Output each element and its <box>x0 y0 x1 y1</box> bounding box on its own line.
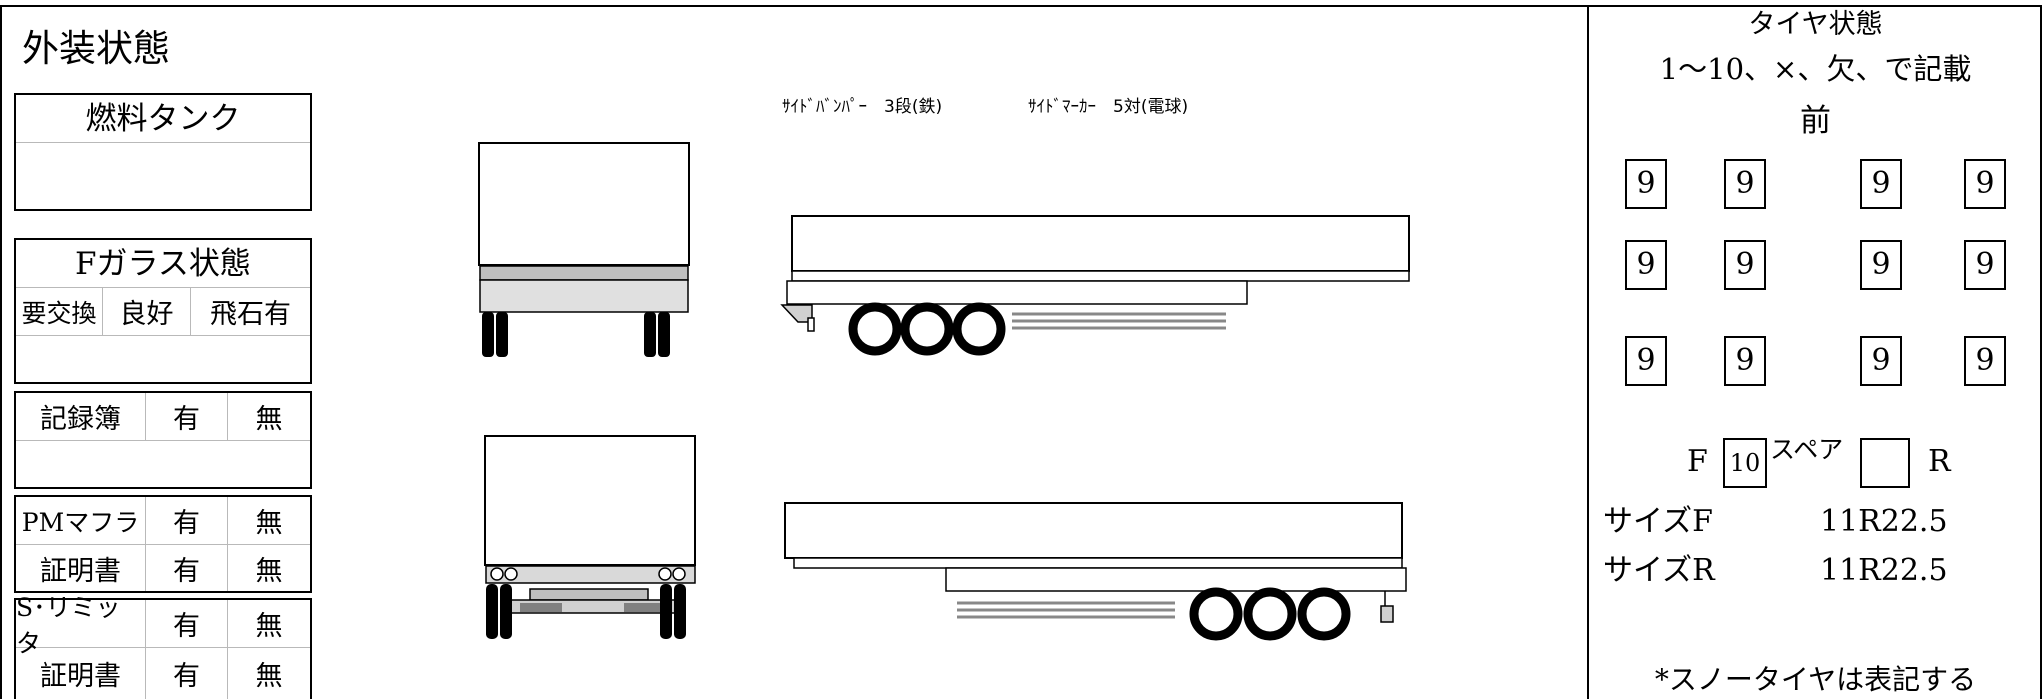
tire-row1-3[interactable]: 9 <box>1860 159 1902 209</box>
side-bumper-note: ｻｲﾄﾞﾊﾞﾝﾊﾟｰ 3段(鉄) <box>782 97 942 117</box>
front-label: 前 <box>1800 103 1831 139</box>
f-glass-box: Fガラス状態 要交換 良好 飛石有 <box>14 238 312 384</box>
trailer-front-view <box>478 142 690 357</box>
tire-row1-4[interactable]: 9 <box>1964 159 2006 209</box>
tire-title: タイヤ状態 <box>1748 9 1883 40</box>
tire-row2-4[interactable]: 9 <box>1964 240 2006 290</box>
speed-limiter-yes[interactable]: 有 <box>146 600 228 647</box>
f-glass-option-replace[interactable]: 要交換 <box>16 288 103 335</box>
logbook-label: 記録簿 <box>16 393 146 440</box>
sl-certificate-label: 証明書 <box>16 648 146 699</box>
tire-row1-2[interactable]: 9 <box>1724 159 1766 209</box>
speed-limiter-box: S･リミッタ 有 無 証明書 有 無 <box>14 593 312 699</box>
size-f-value: 11R22.5 <box>1820 504 1948 539</box>
fuel-tank-label: 燃料タンク <box>16 95 310 143</box>
front-tire-value[interactable]: 10 <box>1723 438 1767 488</box>
size-r-value: 11R22.5 <box>1820 553 1948 588</box>
pm-muffler-no[interactable]: 無 <box>255 508 283 539</box>
trailer-side-view-bottom <box>784 502 1407 641</box>
rear-letter: R <box>1928 444 1951 479</box>
tire-row3-3[interactable]: 9 <box>1860 336 1902 386</box>
trailer-rear-view <box>484 435 696 639</box>
tire-row2-2[interactable]: 9 <box>1724 240 1766 290</box>
tire-row3-4[interactable]: 9 <box>1964 336 2006 386</box>
trailer-diagrams: ｻｲﾄﾞﾊﾞﾝﾊﾟｰ 3段(鉄) ｻｲﾄﾞﾏｰｶｰ 5対(電球) <box>478 97 1410 641</box>
exterior-title: 外装状態 <box>22 27 170 70</box>
f-glass-option-good[interactable]: 良好 <box>103 288 191 335</box>
pm-muffler-label: PMマフラ <box>16 497 146 544</box>
sl-certificate-yes[interactable]: 有 <box>146 648 228 699</box>
tire-row1-1[interactable]: 9 <box>1625 159 1667 209</box>
tire-row3-1[interactable]: 9 <box>1625 336 1667 386</box>
sheet-border <box>0 5 2042 699</box>
pm-certificate-yes[interactable]: 有 <box>146 545 228 591</box>
tire-instructions: 1〜10、×、欠、で記載 <box>1659 52 1972 86</box>
front-letter: F <box>1687 444 1708 479</box>
snow-tire-note: *スノータイヤは表記する <box>1654 663 1977 696</box>
size-f-label: サイズF <box>1603 504 1713 539</box>
logbook-no[interactable]: 無 <box>255 404 283 435</box>
sl-certificate-no[interactable]: 無 <box>255 661 283 692</box>
tire-section-divider <box>1587 5 1589 699</box>
f-glass-option-chip[interactable]: 飛石有 <box>210 299 291 330</box>
f-glass-label: Fガラス状態 <box>16 240 310 288</box>
speed-limiter-no[interactable]: 無 <box>255 611 283 642</box>
side-marker-note: ｻｲﾄﾞﾏｰｶｰ 5対(電球) <box>1028 97 1188 117</box>
spare-tire-value[interactable] <box>1860 438 1910 488</box>
pm-certificate-label: 証明書 <box>16 545 146 591</box>
pm-certificate-no[interactable]: 無 <box>255 555 283 587</box>
trailer-side-view-top <box>780 215 1410 356</box>
pm-muffler-box: PMマフラ 有 無 証明書 有 無 <box>14 495 312 593</box>
spare-label: スペア <box>1770 435 1844 464</box>
fuel-tank-box: 燃料タンク <box>14 93 312 211</box>
pm-muffler-yes[interactable]: 有 <box>146 497 228 544</box>
size-r-label: サイズR <box>1603 553 1715 588</box>
logbook-yes[interactable]: 有 <box>146 393 228 440</box>
logbook-box: 記録簿 有 無 <box>14 391 312 489</box>
tire-row3-2[interactable]: 9 <box>1724 336 1766 386</box>
tire-row2-3[interactable]: 9 <box>1860 240 1902 290</box>
tire-row2-1[interactable]: 9 <box>1625 240 1667 290</box>
